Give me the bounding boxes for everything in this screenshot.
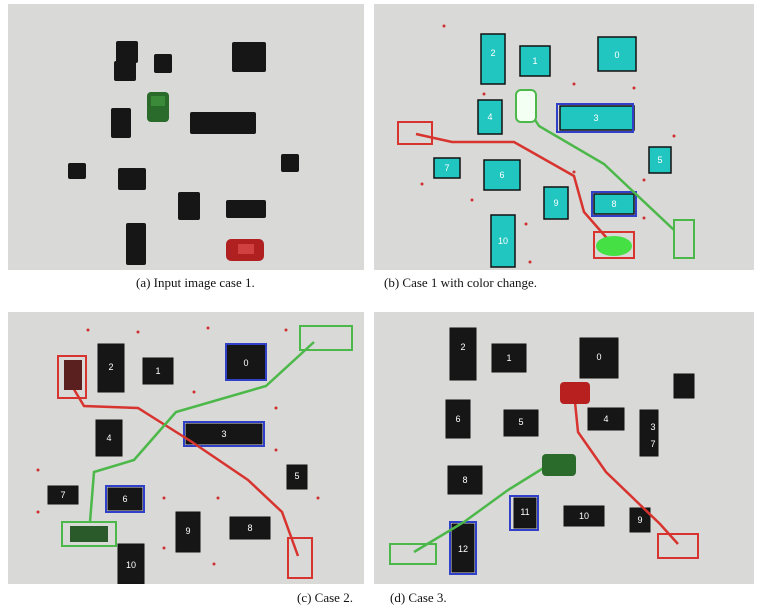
green-goal-box [673, 219, 695, 259]
red-robot-icon [226, 239, 264, 261]
block-label: 8 [462, 475, 467, 485]
waypoints [36, 326, 320, 566]
green-path [88, 341, 315, 523]
green-robot-icon [593, 231, 635, 259]
panel-c-case-2: 0 1 2 3 4 5 6 7 8 9 10 [8, 312, 364, 584]
waypoints [420, 24, 676, 264]
block-label: 4 [603, 414, 608, 424]
caption-b: (b) Case 1 with color change. [384, 275, 538, 290]
white-robot-icon [515, 89, 537, 123]
block-label: 2 [108, 362, 113, 372]
red-goal-box [397, 121, 433, 145]
block-label: 10 [579, 511, 589, 521]
block-label: 3 [221, 429, 226, 439]
block-label: 1 [532, 56, 537, 66]
block-label: 0 [614, 50, 619, 60]
block-label: 1 [155, 366, 160, 376]
panel-b-scene: 0 1 2 3 4 5 6 7 8 9 10 [374, 4, 754, 270]
block-label: 0 [596, 352, 601, 362]
block-label: 0 [243, 358, 248, 368]
block-label: 10 [498, 236, 508, 246]
green-robot-icon [542, 454, 576, 476]
block-label: 9 [185, 526, 190, 536]
block-label: 5 [294, 471, 299, 481]
block-label: 5 [657, 155, 662, 165]
red-robot-icon [560, 382, 590, 404]
panel-b-color-change: 0 1 2 3 4 5 6 7 8 9 10 [374, 4, 754, 270]
block-label: 9 [553, 198, 558, 208]
panel-a-scene [8, 4, 364, 270]
block-label: 7 [444, 163, 449, 173]
block-label: 8 [611, 199, 616, 209]
block-label: 9 [637, 515, 642, 525]
green-start-box [61, 521, 117, 547]
caption-c: (c) Case 2. [297, 590, 353, 605]
panel-c-scene: 0 1 2 3 4 5 6 7 8 9 10 [8, 312, 364, 584]
block-label: 7 [650, 439, 655, 449]
block-label: 11 [520, 507, 529, 517]
panel-d-case-3: 0 1 2 3 4 5 6 7 8 9 10 11 12 [374, 312, 754, 584]
block-label: 5 [518, 417, 523, 427]
red-path [70, 385, 300, 557]
block-label: 1 [506, 353, 511, 363]
block-label: 4 [106, 433, 111, 443]
block-label: 6 [122, 494, 127, 504]
caption-d: (d) Case 3. [390, 590, 447, 605]
panel-d-scene: 0 1 2 3 4 5 6 7 8 9 10 11 12 [374, 312, 754, 584]
green-robot-icon [147, 92, 169, 122]
block-label: 3 [650, 422, 655, 432]
green-robot-icon [70, 526, 108, 542]
block-label: 6 [455, 414, 460, 424]
panel-a-input-image [8, 4, 364, 270]
block-label: 8 [247, 523, 252, 533]
block-label: 7 [60, 490, 65, 500]
block-label: 12 [458, 544, 468, 554]
red-robot-icon [64, 360, 82, 390]
block-label: 4 [487, 112, 492, 122]
red-path [415, 132, 613, 245]
green-goal-box [389, 543, 437, 565]
red-path [572, 391, 679, 545]
block-label: 10 [126, 560, 136, 570]
block-label: 6 [499, 170, 504, 180]
block-label: 3 [593, 113, 598, 123]
red-goal-box [287, 537, 313, 579]
block-label: 2 [460, 342, 465, 352]
green-goal-box [299, 325, 353, 351]
green-path [413, 462, 551, 554]
block-label: 2 [490, 48, 495, 58]
caption-a: (a) Input image case 1. [136, 275, 255, 290]
red-start-box [57, 355, 87, 399]
red-goal-box [657, 533, 699, 559]
